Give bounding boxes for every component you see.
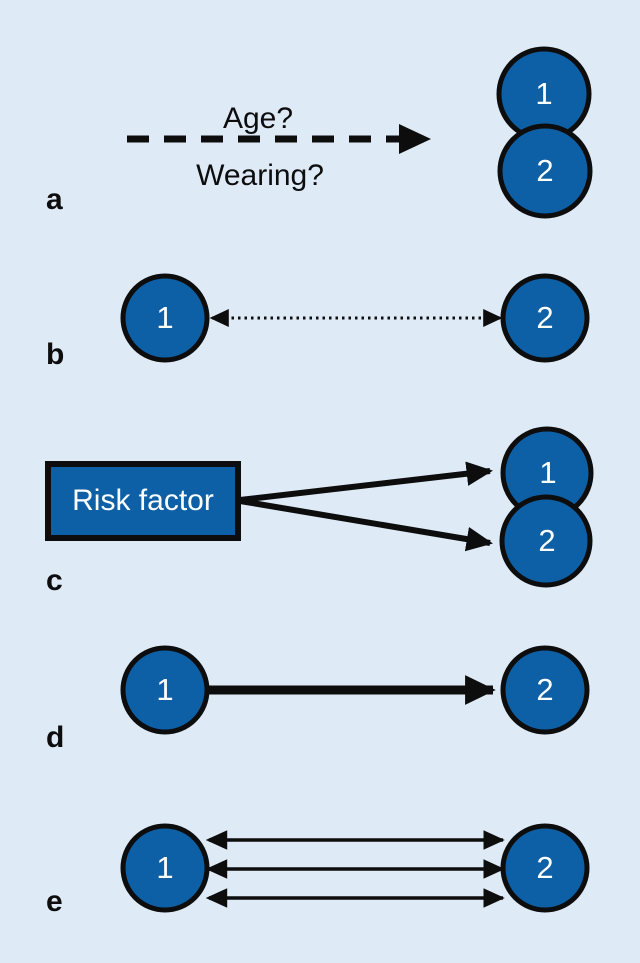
node-c-2-label: 2 [538,523,555,558]
risk-arrow-to-node-2 [239,498,493,552]
panel-label-d: d [46,721,64,754]
node-c-2[interactable] [499,494,593,588]
node-a-2[interactable] [497,123,593,219]
node-d-1[interactable] [120,645,210,735]
panel-a: a Age? Wearing? 1 2 [46,46,593,219]
node-b-2[interactable] [500,273,590,363]
panel-label-e: e [46,885,63,918]
node-a-2-label: 2 [536,153,553,188]
panel-label-c: c [46,564,63,597]
panel-label-b: b [46,338,64,371]
node-c-1-label: 1 [539,455,556,490]
node-e-2[interactable] [500,823,590,913]
node-d-1-label: 1 [156,672,173,707]
edge-label-wearing: Wearing? [196,159,324,192]
node-e-2-label: 2 [536,850,553,885]
panel-c: c Risk factor 1 2 [45,426,594,597]
node-e-1[interactable] [120,823,210,913]
node-b-2-label: 2 [536,300,553,335]
node-d-2-label: 2 [536,672,553,707]
risk-arrow-to-node-1 [239,461,493,503]
panel-label-a: a [46,183,63,216]
node-b-1[interactable] [120,273,210,363]
node-b-1-label: 1 [156,300,173,335]
edge-label-age: Age? [223,102,293,135]
node-d-2[interactable] [500,645,590,735]
risk-factor-box[interactable] [45,461,241,541]
panel-e: e 1 2 [46,823,590,918]
panel-b: b 1 2 [46,273,590,371]
node-e-1-label: 1 [156,850,173,885]
panel-d: d 1 2 [46,645,590,754]
node-a-1-label: 1 [535,76,552,111]
risk-factor-label: Risk factor [72,484,214,517]
